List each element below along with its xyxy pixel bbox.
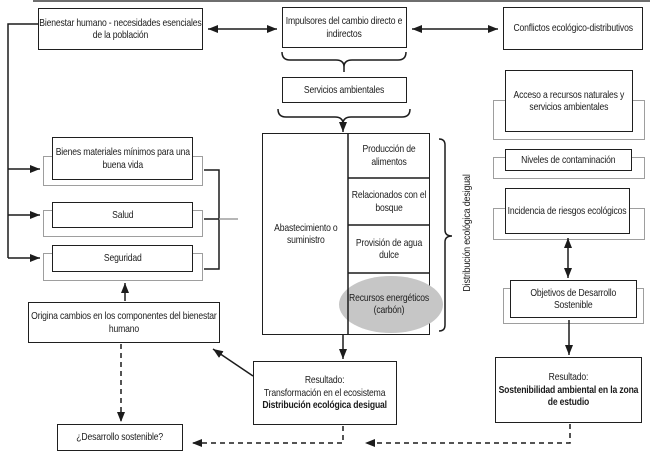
node-acceso-label: Acceso a recursos naturales y servicios … — [513, 88, 625, 113]
node-origina-label: Origina cambios en los componentes del b… — [31, 310, 217, 335]
dashed-sostenibilidad-junction — [365, 424, 571, 447]
node-desarrollo-sostenible: ¿Desarrollo sostenible? — [57, 424, 183, 451]
cell-produccion-label: Producción de alimentos — [362, 143, 416, 168]
vertical-axis-label-text: Distribución ecológica desigual — [461, 174, 473, 292]
node-objetivos: Objetivos de Desarrollo Sostenible — [510, 280, 637, 318]
resultado-sostenibilidad-title: Resultado: — [548, 371, 589, 384]
brace-servicios — [277, 108, 411, 125]
node-incidencia-label: Incidencia de riesgos ecológicos — [508, 204, 627, 217]
cell-agua-label: Provisión de agua dulce — [355, 236, 423, 261]
node-resultado-sostenibilidad: Resultado: Sostenibilidad ambiental en l… — [495, 357, 642, 423]
node-objetivos-label: Objetivos de Desarrollo Sostenible — [530, 286, 617, 311]
node-origina: Origina cambios en los componentes del b… — [28, 302, 220, 343]
arrow-resultado-origina — [212, 348, 254, 377]
node-bienestar-humano-label: Bienestar humano - necesidades esenciale… — [39, 16, 202, 41]
brace-impulsores — [281, 51, 407, 72]
node-impulsores-label: Impulsores del cambio directo e indirect… — [286, 15, 403, 40]
node-bienes-label: Bienes materiales mínimos para una buena… — [55, 146, 190, 171]
node-conflictos: Conflictos ecológico-distributivos — [503, 7, 643, 50]
resultado-transformacion-line: Transformación en el ecosistema — [264, 386, 386, 399]
node-desarrollo-sostenible-label: ¿Desarrollo sostenible? — [76, 431, 164, 444]
resultado-transformacion-title: Resultado: — [305, 374, 345, 387]
resultado-transformacion-emphasis: Distribución ecológica desigual — [262, 399, 388, 412]
node-salud: Salud — [52, 202, 193, 228]
node-bienes: Bienes materiales mínimos para una buena… — [52, 137, 193, 180]
left-rail — [7, 23, 38, 258]
node-seguridad: Seguridad — [52, 245, 193, 272]
node-niveles-label: Niveles de contaminación — [521, 153, 616, 166]
node-servicios: Servicios ambientales — [282, 77, 407, 103]
cell-abastecimiento-label: Abastecimiento o suministro — [273, 221, 338, 246]
node-seguridad-label: Seguridad — [103, 252, 142, 265]
coal-highlight-ellipse — [339, 276, 443, 333]
cell-bosque: Relacionados con el bosque — [348, 178, 430, 225]
node-impulsores: Impulsores del cambio directo e indirect… — [282, 7, 407, 48]
node-conflictos-label: Conflictos ecológico-distributivos — [513, 22, 633, 35]
bracket-left-group — [204, 169, 220, 270]
node-servicios-label: Servicios ambientales — [304, 83, 385, 96]
node-niveles: Niveles de contaminación — [505, 149, 632, 171]
dashed-transformacion-desarrollo — [192, 426, 344, 447]
vertical-axis-label: Distribución ecológica desigual — [452, 147, 482, 319]
node-salud-label: Salud — [111, 208, 134, 221]
cell-agua: Provisión de agua dulce — [348, 225, 430, 273]
cell-recursos-label: Recursos energéticos (carbón) — [348, 291, 430, 316]
cell-abastecimiento: Abastecimiento o suministro — [263, 133, 348, 335]
cell-bosque-label: Relacionados con el bosque — [351, 189, 427, 214]
node-bienestar-humano: Bienestar humano - necesidades esenciale… — [38, 8, 203, 50]
node-resultado-transformacion: Resultado: Transformación en el ecosiste… — [253, 361, 397, 425]
node-incidencia: Incidencia de riesgos ecológicos — [505, 188, 630, 234]
cell-recursos: Recursos energéticos (carbón) — [348, 273, 430, 335]
resultado-sostenibilidad-emphasis: Sostenibilidad ambiental en la zona de e… — [498, 383, 639, 409]
cell-produccion: Producción de alimentos — [348, 133, 430, 178]
node-acceso: Acceso a recursos naturales y servicios … — [505, 70, 633, 132]
